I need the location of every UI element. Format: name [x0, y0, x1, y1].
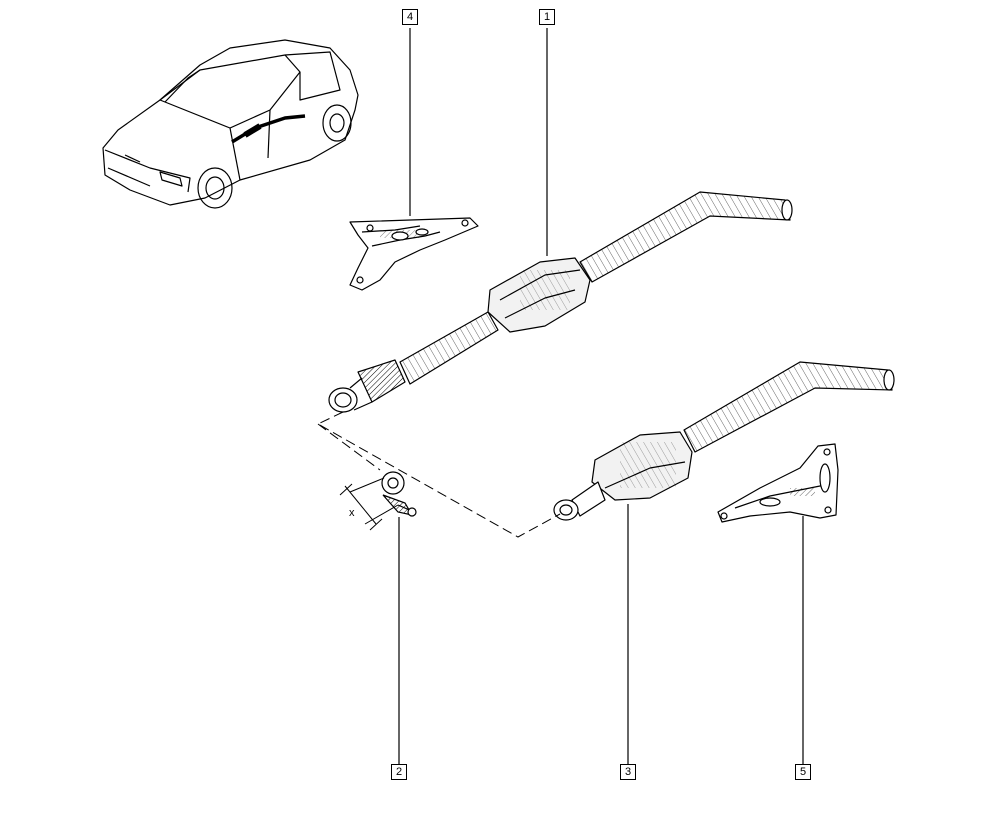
callout-3: 3	[620, 764, 636, 780]
callout-4: 4	[402, 9, 418, 25]
catalytic-converter-part-3	[553, 361, 895, 521]
callout-2: 2	[391, 764, 407, 780]
clamp-bolt-part-2	[381, 471, 417, 517]
car-illustration	[102, 39, 359, 209]
callout-1: 1	[539, 9, 555, 25]
connection-dashed-lines	[316, 411, 561, 538]
bracket-part-5	[717, 443, 839, 523]
catalytic-converter-part-1	[328, 191, 793, 413]
bracket-part-4	[349, 217, 479, 291]
dimension-marker	[339, 477, 399, 531]
dimension-label: x	[349, 507, 355, 519]
callout-5: 5	[795, 764, 811, 780]
leader-lines	[398, 28, 804, 764]
